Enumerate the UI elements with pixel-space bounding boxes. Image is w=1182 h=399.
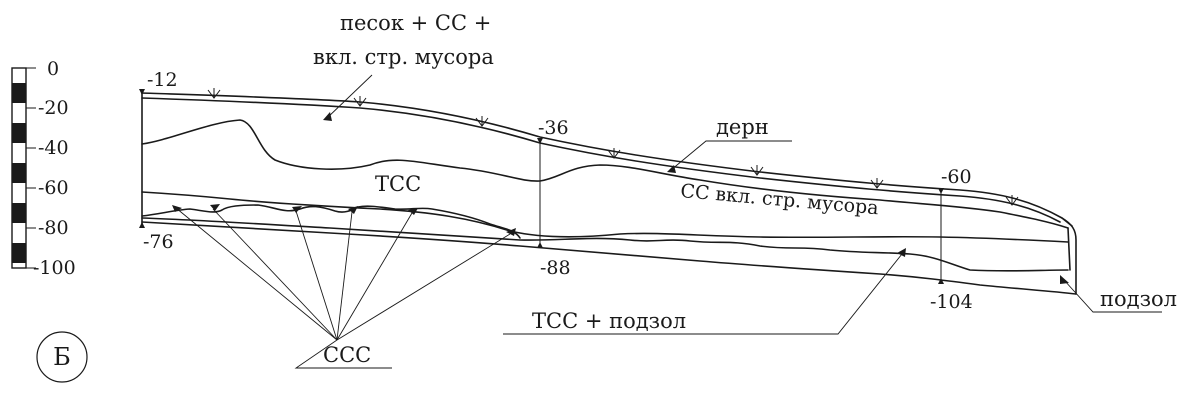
profile-bottom-line (141, 221, 1077, 295)
depth-right-bottom: -104 (930, 291, 973, 313)
scale-bar: 0 -20 -40 -60 -80 -100 (11, 58, 76, 279)
sand-layer-boundary (141, 119, 1069, 229)
turf-symbol (607, 148, 621, 159)
scale-segment (12, 123, 26, 143)
turf-symbol (353, 96, 367, 107)
sss-lower-line (141, 217, 1069, 272)
depth-right-top: -60 (941, 166, 972, 188)
turf-symbol (750, 165, 764, 176)
depth-mid-bottom: -88 (540, 257, 571, 279)
tss-lower-boundary (141, 191, 1069, 243)
leader-sss-underline (294, 339, 392, 369)
tss-podzol-label: ТСС + подзол (532, 309, 686, 333)
sss-nodule-line (141, 204, 521, 239)
panel-label: Б (53, 343, 71, 371)
turf-symbol (1005, 195, 1019, 206)
scale-label-0: 0 (47, 58, 59, 80)
scale-label-80: -80 (38, 217, 69, 239)
sss-label: ССС (323, 343, 371, 367)
scale-label-100: -100 (33, 257, 76, 279)
depth-triangle-right-top (938, 188, 944, 194)
depth-triangle-mid-bottom (537, 242, 543, 248)
scale-label-40: -40 (38, 137, 69, 159)
arrowhead (667, 165, 676, 173)
depth-triangle-left-bottom (139, 222, 145, 228)
arrowhead (506, 228, 516, 236)
panel-badge: Б (36, 331, 88, 383)
panel-circle (36, 331, 88, 383)
podzol-label: подзол (1100, 287, 1177, 311)
depth-left-top: -12 (147, 69, 178, 91)
turf-label: дерн (716, 115, 769, 139)
depth-triangle-left-top (139, 89, 145, 95)
depth-markers (139, 89, 944, 284)
arrowhead (1060, 275, 1069, 284)
tss-label: ТСС (375, 172, 421, 196)
ground-surface-line (141, 92, 1073, 227)
sss-arrowheads (172, 112, 1069, 284)
profile-labels: песок + СС + вкл. стр. мусора дерн ТСС С… (313, 11, 1177, 367)
arrowhead (348, 206, 358, 214)
leader-tss-podzol (503, 253, 903, 335)
scale-label-20: -20 (38, 97, 69, 119)
profile-lines (141, 92, 1077, 295)
arrowhead (897, 248, 906, 257)
arrowhead (210, 204, 220, 211)
scale-label-60: -60 (38, 177, 69, 199)
turf-symbol (475, 116, 489, 127)
arrowhead (408, 208, 418, 215)
scale-segment (12, 163, 26, 183)
depth-mid-top: -36 (538, 117, 569, 139)
turf-symbol (870, 178, 884, 189)
arrowhead (323, 112, 332, 121)
profile-right-edge (1061, 217, 1077, 295)
leader-turf (670, 140, 792, 171)
scale-segment (12, 83, 26, 103)
turf-markers (207, 88, 1019, 206)
leader-podzol (1063, 279, 1162, 313)
depth-values: -12 -76 -36 -88 -60 -104 (143, 69, 973, 313)
leader-sand (325, 74, 373, 120)
sand-label-line1: песок + СС + (340, 11, 491, 35)
depth-triangle-mid-top (537, 138, 543, 144)
scale-segment (12, 203, 26, 223)
leader-lines (175, 74, 1162, 369)
ss-debris-label: СС вкл. стр. мусора (680, 180, 880, 219)
depth-triangle-right-bottom (938, 278, 944, 284)
scale-segment (12, 243, 26, 263)
turf-symbol (207, 88, 221, 99)
profile-right-edge-inner (1067, 227, 1071, 271)
depth-left-bottom: -76 (143, 231, 174, 253)
arrowhead (292, 206, 302, 213)
sand-label-line2: вкл. стр. мусора (313, 45, 494, 69)
sss-leader-fan (175, 207, 511, 341)
